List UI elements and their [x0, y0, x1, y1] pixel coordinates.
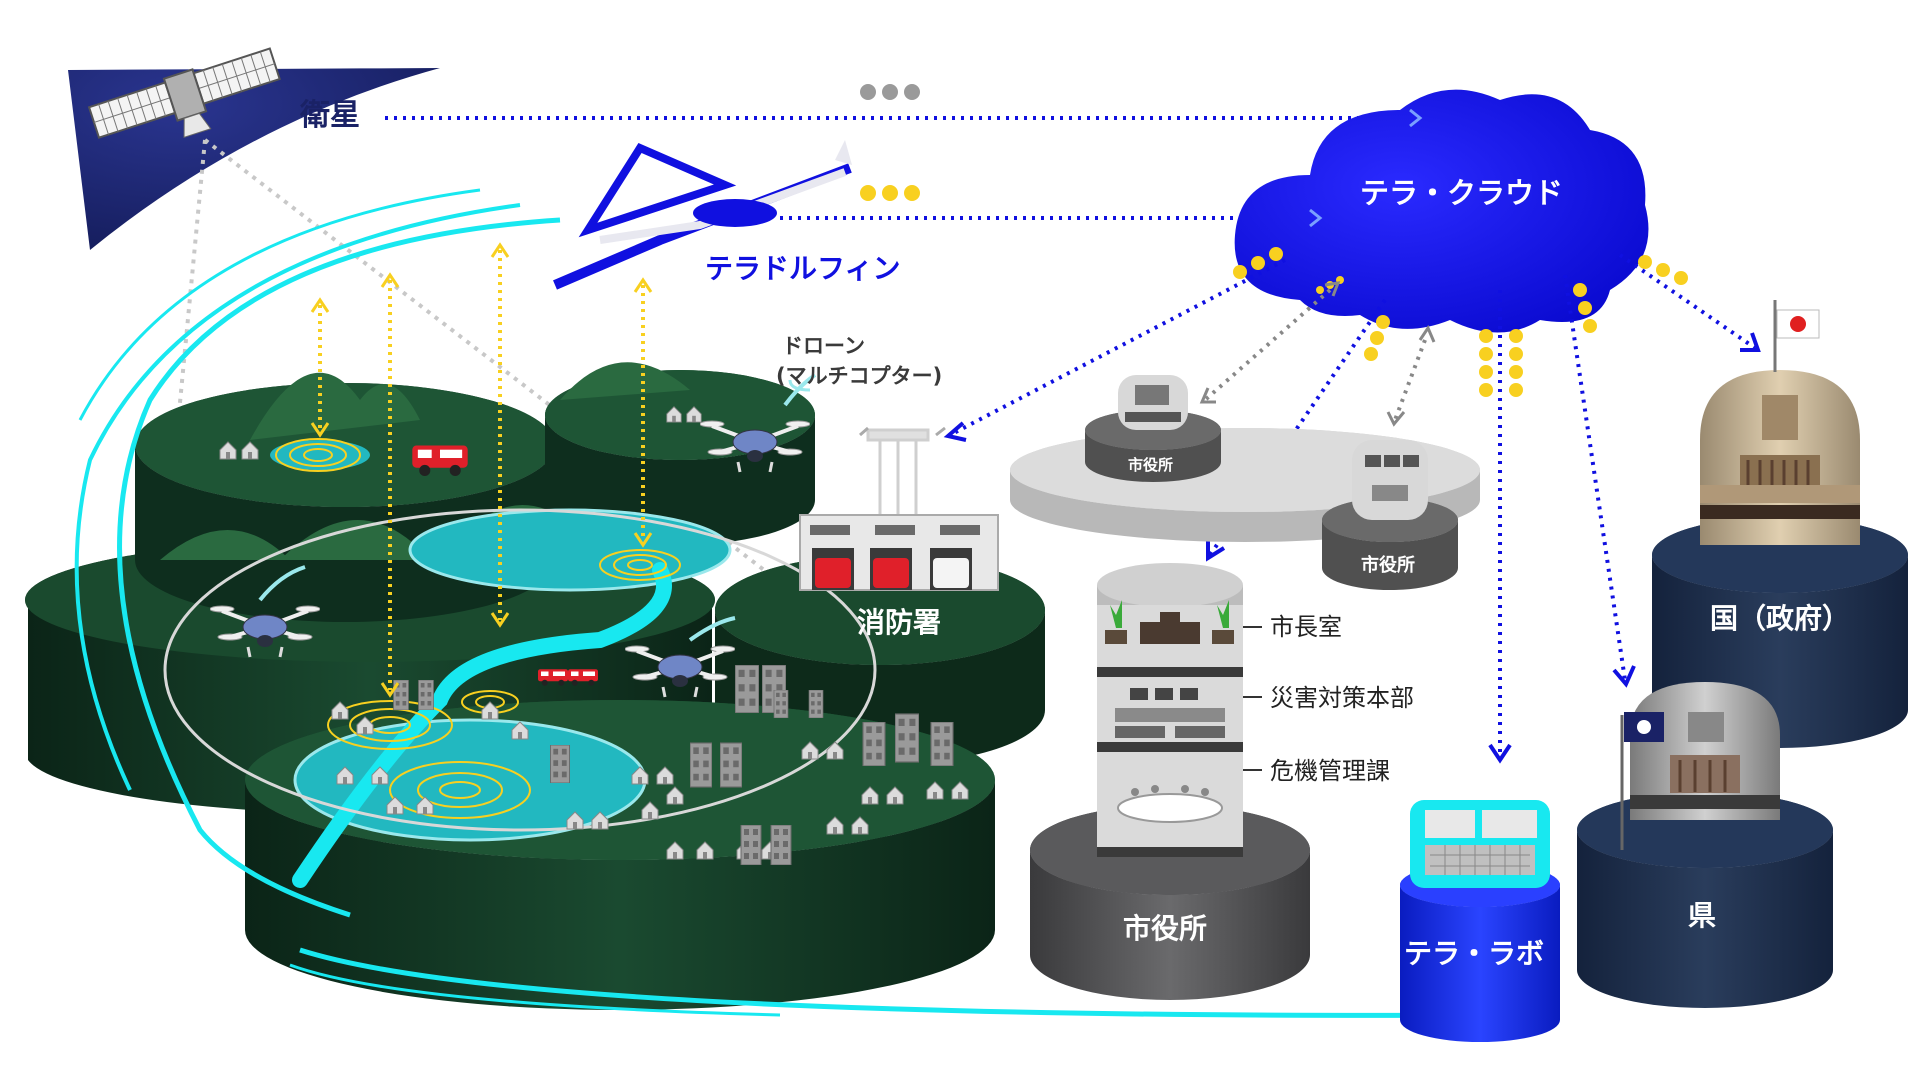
sensor-signal-arrows — [318, 250, 645, 690]
drone-label-line2: (マルチコプター) — [776, 364, 942, 388]
sensor-arrow-heads — [310, 242, 653, 698]
gray-connection-lines — [1203, 288, 1427, 421]
flag-icon — [1773, 300, 1820, 372]
city-office-platform — [1010, 375, 1480, 590]
satellite-to-cloud-line — [385, 84, 1425, 120]
forest-island — [25, 188, 1501, 1018]
tower-icon — [859, 426, 946, 525]
aircraft-icon — [553, 140, 852, 290]
gray-arrow-heads — [1199, 281, 1436, 427]
data-dots — [1233, 247, 1688, 397]
city-office-label: 市役所 — [1123, 912, 1207, 945]
satellite-signal-lines — [143, 138, 792, 771]
cloud-arrow-heads — [943, 332, 1761, 764]
drone-motion-lines — [258, 373, 817, 642]
national-gov — [1652, 300, 1908, 748]
fire-station — [799, 426, 999, 591]
terra-cloud — [1234, 89, 1649, 333]
drone-callout — [788, 379, 811, 392]
city-office-tower — [1030, 563, 1310, 1000]
drone-label-line1: ドローン — [782, 334, 865, 358]
cloud-connection-lines — [949, 253, 1757, 755]
city-office-small-1-label: 市役所 — [1128, 456, 1173, 474]
cloud-label: テラ・クラウド — [1360, 176, 1563, 210]
prefecture-label: 県 — [1688, 899, 1716, 932]
dolphin-label: テラドルフィン — [705, 252, 900, 285]
satellite-label: 衛星 — [299, 98, 360, 133]
terra-lab — [1400, 800, 1560, 1042]
fire-station-label: 消防署 — [857, 606, 941, 639]
flag-icon — [1620, 712, 1664, 850]
disaster-hq-label: 災害対策本部 — [1270, 684, 1414, 712]
satellite-icon — [87, 47, 281, 139]
target-rings — [275, 438, 681, 819]
city-office-small-2-label: 市役所 — [1361, 554, 1415, 576]
mayor-room-label: 市長室 — [1270, 613, 1342, 641]
crisis-section-label: 危機管理課 — [1270, 757, 1390, 785]
national-gov-label: 国（政府） — [1710, 602, 1850, 635]
prefecture — [1577, 682, 1833, 1008]
dolphin-to-cloud-line — [780, 185, 1320, 220]
terra-lab-label: テラ・ラボ — [1404, 937, 1544, 970]
